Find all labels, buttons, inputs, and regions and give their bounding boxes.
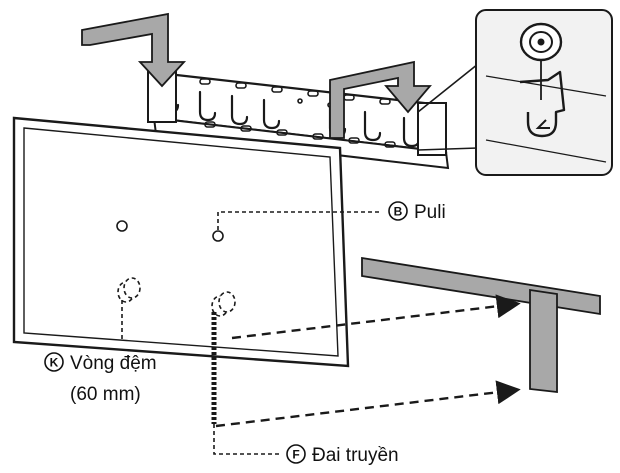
inset-detail: [417, 9, 613, 176]
svg-text:(60 mm): (60 mm): [70, 384, 141, 405]
svg-text:Đai truyền: Đai truyền: [312, 445, 399, 466]
label-washer: K Vòng đệm (60 mm): [44, 352, 157, 405]
svg-text:Vòng đệm: Vòng đệm: [70, 353, 157, 374]
leader-lines: [121, 211, 382, 455]
stand: [361, 256, 601, 394]
hook-icon: [519, 70, 566, 138]
label-belt: F Đai truyền: [286, 444, 399, 466]
svg-text:B: B: [394, 205, 403, 219]
washer-icon: [117, 277, 236, 317]
svg-text:K: K: [50, 356, 59, 370]
connection-arrows: [215, 294, 521, 428]
wall-bracket: [147, 69, 450, 170]
label-pulley: B Puli: [388, 201, 446, 223]
svg-text:Puli: Puli: [414, 202, 446, 223]
tv-rear-panel: [12, 116, 350, 368]
svg-text:F: F: [292, 448, 299, 462]
pulley-icon: [519, 22, 563, 62]
down-arrow-icon: [329, 60, 432, 139]
down-arrow-icon: [81, 12, 187, 88]
